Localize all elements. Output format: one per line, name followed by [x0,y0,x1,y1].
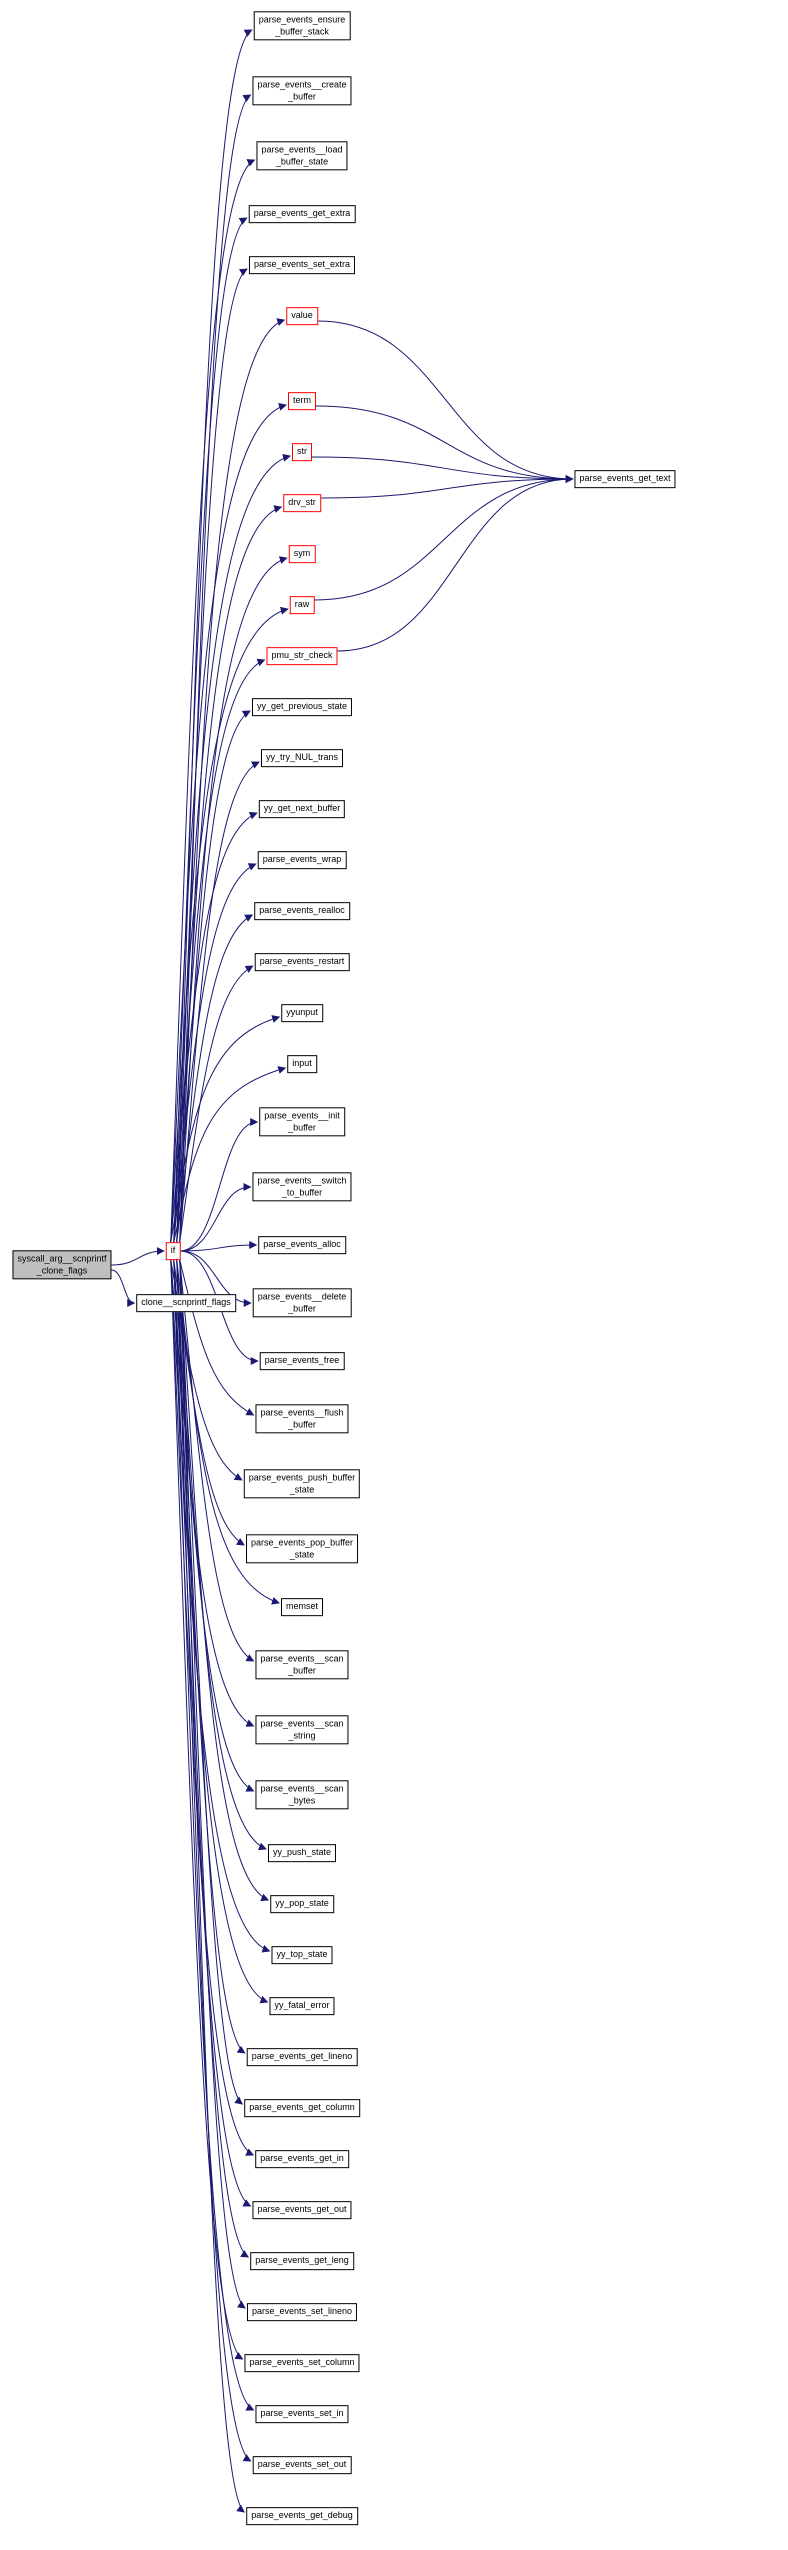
node-term[interactable]: term [288,392,316,410]
edge [315,405,574,483]
node-parse-events-init-buffer[interactable]: parse_events__init _buffer [259,1107,345,1137]
node-parse-events-alloc[interactable]: parse_events_alloc [258,1236,346,1254]
edge [170,1015,281,1243]
node-parse-events-flush-buffer[interactable]: parse_events__flush _buffer [255,1404,349,1434]
edge [170,1259,271,1953]
node-yy-get-next-buffer[interactable]: yy_get_next_buffer [258,800,346,818]
edge [176,710,251,1243]
node-yy-fatal-error[interactable]: yy_fatal_error [269,1997,335,2015]
node-parse-events-restart[interactable]: parse_events_restart [254,953,350,971]
edge [337,475,574,652]
node-parse-events-delete-buffer[interactable]: parse_events__delete _buffer [252,1288,352,1318]
node-parse-events-get-debug[interactable]: parse_events_get_debug [246,2507,358,2525]
edge [176,505,283,1243]
node-parse-events-push-buffer-state[interactable]: parse_events_push_buffer _state [243,1469,361,1499]
node-parse-events-free[interactable]: parse_events_free [259,1352,345,1370]
node-parse-events-get-extra[interactable]: parse_events_get_extra [248,205,356,223]
node-input[interactable]: input [287,1055,317,1073]
node-if[interactable]: if [165,1242,181,1260]
node-parse-events-set-in[interactable]: parse_events_set_in [255,2405,349,2423]
node-yyunput[interactable]: yyunput [281,1004,323,1022]
edge [111,1269,136,1307]
edge [173,1066,287,1243]
node-parse-events-scan-bytes[interactable]: parse_events__scan _bytes [255,1780,349,1810]
node-parse-events-set-extra[interactable]: parse_events_set_extra [248,256,356,274]
node-parse-events-set-lineno[interactable]: parse_events_set_lineno [246,2303,358,2321]
edge [176,914,254,1243]
edge [170,159,256,1243]
edge [170,606,289,1243]
edge [173,1259,269,2004]
node-memset[interactable]: memset [280,1598,324,1616]
node-parse-events-get-lineno[interactable]: parse_events_get_lineno [246,2048,358,2066]
edge [173,217,248,1243]
node-parse-events-scan-buffer[interactable]: parse_events__scan _buffer [255,1650,349,1680]
edge [176,1259,280,1605]
edge [179,1259,270,1902]
node-parse-events-switch-to-buffer[interactable]: parse_events__switch _to_buffer [252,1172,352,1202]
node-parse-events-load-buffer-state[interactable]: parse_events__load _buffer_state [256,141,348,171]
edge [180,1241,258,1252]
node-clone-scnprintf-flags[interactable]: clone__scnprintf_flags [136,1294,236,1312]
edge [320,475,574,499]
node-parse-events-create-buffer[interactable]: parse_events__create _buffer [252,76,352,106]
node-parse-events-wrap[interactable]: parse_events_wrap [257,851,347,869]
node-parse-events-set-out[interactable]: parse_events_set_out [252,2456,352,2474]
edge [179,1259,255,1662]
node-yy-top-state[interactable]: yy_top_state [271,1946,333,1964]
node-sym[interactable]: sym [288,545,316,563]
edge [311,456,574,483]
edge [173,863,257,1243]
edge [180,1250,252,1307]
node-raw[interactable]: raw [289,596,315,614]
edge [179,1259,243,2105]
node-drv-str[interactable]: drv_str [283,494,321,512]
edge [180,1118,259,1252]
edge [170,812,258,1243]
node-parse-events-get-column[interactable]: parse_events_get_column [244,2099,360,2117]
node-parse-events-scan-string[interactable]: parse_events__scan _string [255,1715,349,1745]
edge [173,453,291,1243]
node-pmu-str-check[interactable]: pmu_str_check [266,647,338,665]
node-value[interactable]: value [286,307,318,325]
node-parse-events-get-in[interactable]: parse_events_get_in [255,2150,349,2168]
node-yy-try-nul-trans[interactable]: yy_try_NUL_trans [260,749,344,767]
node-parse-events-realloc[interactable]: parse_events_realloc [254,902,350,920]
edge [179,965,254,1243]
edge [179,1259,255,1416]
edge [179,94,252,1243]
node-str[interactable]: str [292,443,312,461]
node-parse-events-pop-buffer-state[interactable]: parse_events_pop_buffer _state [246,1534,358,1564]
edge [173,1259,255,2411]
node-yy-push-state[interactable]: yy_push_state [267,1844,337,1862]
edge [176,29,253,1243]
edge [317,320,574,483]
node-yy-pop-state[interactable]: yy_pop_state [270,1895,334,1913]
node-parse-events-ensure-buffer-stack[interactable]: parse_events_ensure _buffer_stack [253,11,351,41]
node-parse-events-get-text[interactable]: parse_events_get_text [574,470,676,488]
node-yy-get-previous-state[interactable]: yy_get_previous_state [251,698,353,716]
edge [179,1259,246,2309]
edge [176,1259,250,2258]
edge [179,761,260,1243]
edge [180,1183,252,1252]
node-parse-events-set-column[interactable]: parse_events_set_column [244,2354,360,2372]
edge [111,1247,165,1266]
node-parse-events-get-out[interactable]: parse_events_get_out [252,2201,352,2219]
edge [314,475,574,601]
edge [170,402,287,1243]
edge [170,1259,244,2360]
node-parse-events-get-leng[interactable]: parse_events_get_leng [250,2252,354,2270]
edge [179,1259,246,2513]
node-syscall-arg-scnprintf-clone-flags[interactable]: syscall_arg__scnprintf _clone_flags [12,1250,112,1280]
